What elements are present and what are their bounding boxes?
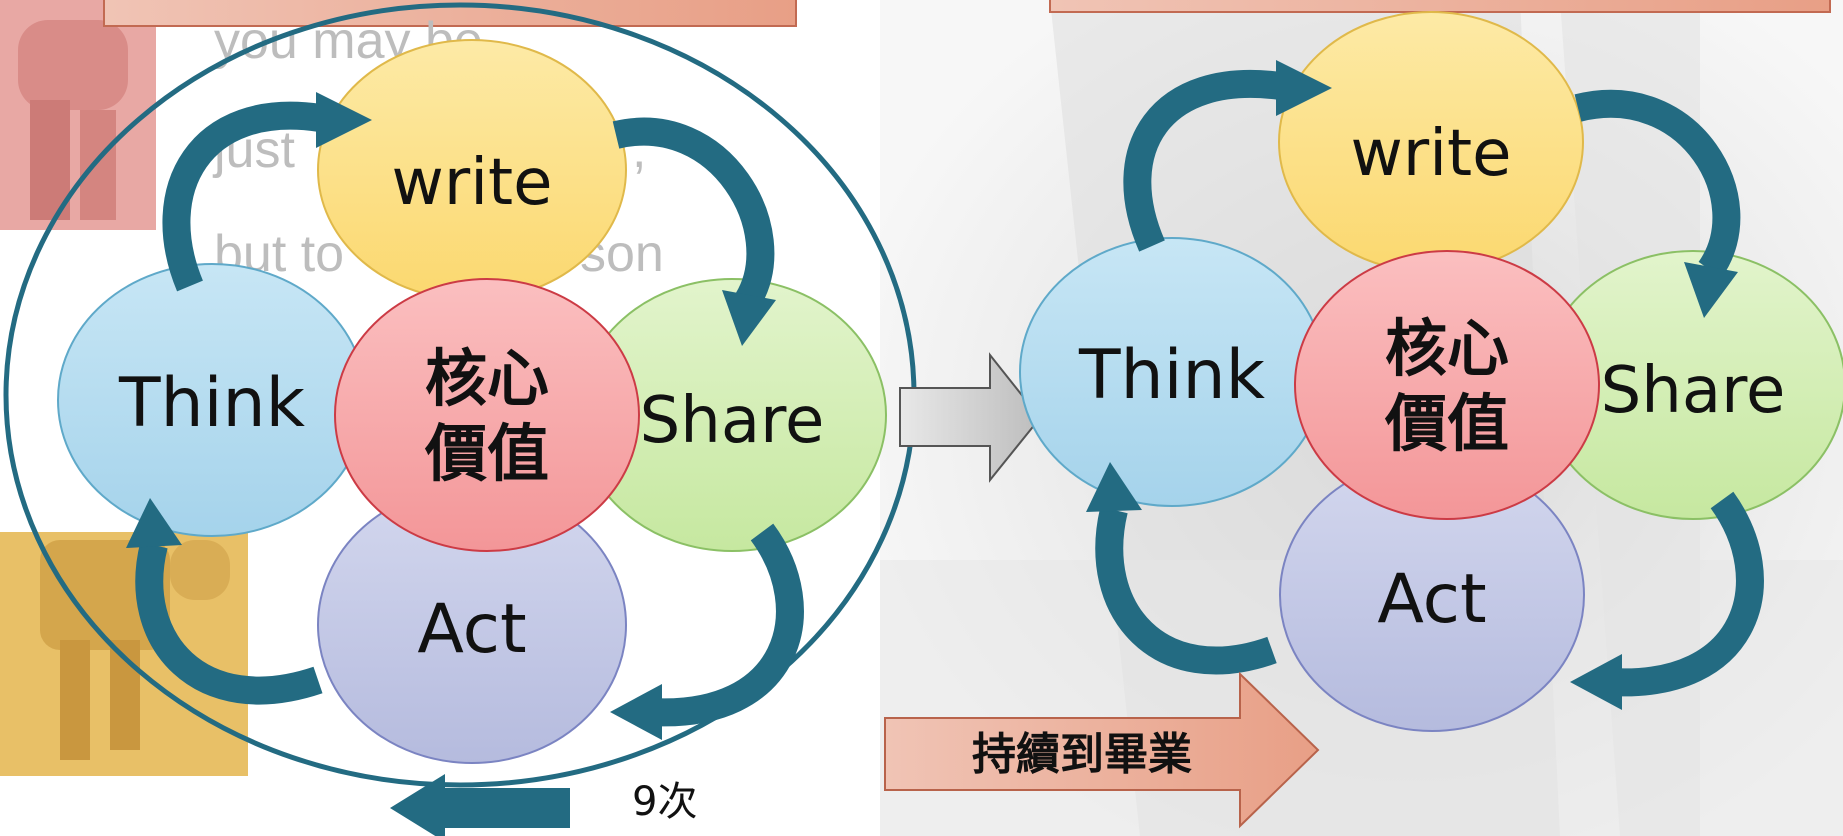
left-repeat-note: 9次 [632, 779, 697, 825]
transition-arrow [899, 352, 1042, 483]
right-label-core-2: 價值 [1384, 387, 1509, 460]
right-arrowhead-think [1086, 462, 1142, 512]
continue-arrow [884, 671, 1320, 829]
right-arrowhead-share [1684, 262, 1738, 318]
photo-children-red [0, 0, 156, 230]
left-label-core-1: 核心 [425, 342, 549, 415]
continue-label: 持續到畢業 [972, 729, 1192, 780]
left-arrow-act-to-think [135, 541, 323, 705]
right-arrow-write-to-share [1574, 89, 1741, 279]
right-label-act: Act [1377, 560, 1486, 639]
left-label-think: Think [118, 364, 306, 443]
left-arrowhead-share [722, 290, 776, 346]
right-label-write: write [1351, 117, 1512, 191]
left-label-write: write [392, 146, 553, 220]
right-arrow-act-to-think [1095, 506, 1277, 675]
left-label-act: Act [417, 590, 526, 669]
right-arrowhead-write [1276, 60, 1332, 116]
left-label-share: Share [640, 384, 825, 458]
right-arrow-think-to-write [1123, 70, 1282, 252]
left-arrowhead-write [316, 92, 372, 148]
left-arrow-share-to-act [649, 523, 804, 727]
left-node-core [334, 278, 640, 552]
right-cycle: write Think Share Act 核心 價值 [1019, 11, 1843, 732]
left-arrowhead-think [126, 498, 182, 548]
right-node-core [1294, 250, 1600, 520]
top-banner-right [1049, 0, 1831, 13]
left-repeat-arrow [390, 774, 570, 836]
left-label-core-2: 價值 [424, 417, 549, 490]
right-label-share: Share [1601, 354, 1786, 428]
right-label-core-1: 核心 [1385, 312, 1509, 385]
right-arrow-share-to-act [1609, 491, 1764, 697]
left-arrow-think-to-write [162, 101, 323, 292]
right-label-think: Think [1078, 336, 1266, 415]
left-arrow-write-to-share [612, 117, 775, 308]
left-arrowhead-act [610, 684, 662, 740]
right-arrowhead-act [1570, 654, 1622, 710]
